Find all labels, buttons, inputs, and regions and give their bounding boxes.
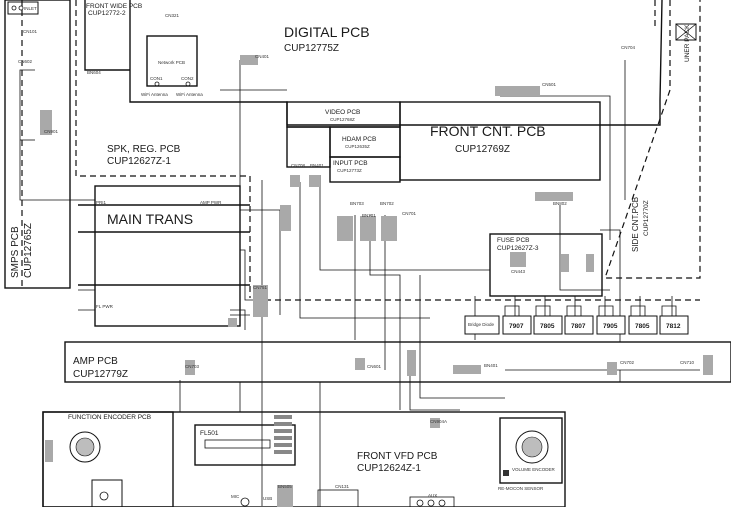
cn751-label: CN751 — [253, 285, 268, 290]
amp-pcb-part: CUP12779Z — [73, 369, 128, 380]
cn901-label: CN901 — [44, 129, 59, 134]
digital-pcb-name: DIGITAL PCB — [284, 24, 370, 40]
cn501-label: CN501 — [542, 82, 557, 87]
usb-label: USB — [263, 496, 272, 501]
regulator-label-1: 7907 — [509, 323, 524, 330]
side-cnt-pcb-part: CUP12770Z — [643, 200, 650, 236]
front-cnt-pcb-part: CUP12769Z — [455, 144, 510, 155]
bn802-label: BN802 — [553, 201, 567, 206]
regulator-label-2: 7805 — [540, 323, 555, 330]
pri1-label: PRI1 — [96, 200, 107, 205]
bn702-label: BN702 — [380, 201, 394, 206]
amp-pwr-label: AMP PWR — [200, 200, 222, 205]
cn602-label: CN602 — [18, 59, 33, 64]
smps-pcb-part: CUP12765Z — [23, 223, 34, 278]
bn401b-label: BN401 — [484, 363, 498, 368]
regulator-label-4: 7905 — [603, 323, 618, 330]
fuse-pcb-name: FUSE PCB — [497, 237, 530, 244]
regulator-label-3: 7807 — [571, 323, 586, 330]
bn401-label: BN401 — [310, 163, 324, 168]
aux-label: AUX — [428, 493, 437, 498]
regulator-label-5: 7805 — [635, 323, 650, 330]
spk-reg-pcb-name: SPK, REG. PCB — [107, 144, 181, 155]
wifi-antenna-label-2: WiFi Antenna — [176, 92, 203, 97]
front-wide-pcb-name: FRONT WIDE PCB — [86, 3, 142, 10]
cn321-label: CN321 — [165, 13, 180, 18]
conn1-label: CON1 — [150, 76, 163, 81]
bn701-label: BN701 — [362, 213, 376, 218]
remocon-sensor-label: RE-MOCON SENSOR — [498, 486, 544, 491]
cn601-label: CN601 — [367, 364, 382, 369]
main-trans-label: MAIN TRANS — [107, 211, 193, 227]
input-pcb-part: CUP12773Z — [337, 168, 362, 173]
cn702-label: CN702 — [620, 360, 635, 365]
hdmi-pcb-part: CUP12635Z — [345, 144, 370, 149]
input-pcb-name: INPUT PCB — [333, 160, 368, 167]
volume-encoder-label: VOLUME ENCODER — [512, 467, 556, 472]
wifi-antenna-label-1: WiFi Antenna — [141, 92, 168, 97]
cn703-label: CN703 — [185, 364, 200, 369]
cn708-label: CN708 — [291, 163, 306, 168]
front-vfd-pcb-name: FRONT VFD PCB — [357, 451, 438, 462]
cn704-label: CN704 — [621, 45, 636, 50]
hdmi-pcb-name: HDAM PCB — [342, 136, 376, 143]
video-pcb-name: VIDEO PCB — [325, 109, 360, 116]
cn401-label: CN401 — [255, 54, 270, 59]
spk-reg-pcb-part: CUP12627Z-1 — [107, 156, 171, 167]
cn904a-label: CN904A — [430, 419, 447, 424]
front-cnt-pcb-name: FRONT CNT. PCB — [430, 123, 546, 139]
front-vfd-pcb-part: CUP12624Z-1 — [357, 463, 421, 474]
video-pcb-part: CUP12768Z — [330, 117, 355, 122]
front-wide-pcb-part: CUP12772-2 — [88, 10, 126, 17]
function-encoder-pcb-name: FUNCTION ENCODER PCB — [68, 414, 151, 421]
bn703-label: BN703 — [350, 201, 364, 206]
digital-pcb-part: CUP12775Z — [284, 43, 339, 54]
conn2-label: CON2 — [181, 76, 194, 81]
fuse-pcb-part: CUP12627Z-3 — [497, 245, 539, 252]
mic-label: MIC — [231, 494, 240, 499]
side-cnt-pcb-name: SIDE CNT.PCB — [631, 197, 640, 252]
cn101-label: CN101 — [23, 29, 38, 34]
bn505-label: BN505 — [278, 484, 292, 489]
network-pcb-name: Network PCB — [158, 60, 185, 65]
smps-pcb-name: SMPS PCB — [10, 226, 21, 278]
fl501-label: FL501 — [200, 430, 219, 437]
cn443-label: CN443 — [511, 269, 526, 274]
regulator-label-6: 7812 — [666, 323, 681, 330]
amp-pcb-name: AMP PCB — [73, 356, 118, 367]
cn131-label: CN131 — [335, 484, 350, 489]
bn604-label: BN604 — [87, 70, 101, 75]
cn701-label: CN701 — [402, 211, 417, 216]
fl-pwr-label: FL PWR — [96, 304, 114, 309]
uner-pack-label: UNER PACK — [684, 24, 691, 62]
cn710-label: CN710 — [680, 360, 695, 365]
inlet-label: INLET — [24, 6, 37, 11]
bridge-diode-label: Bridge Diode — [468, 322, 495, 327]
